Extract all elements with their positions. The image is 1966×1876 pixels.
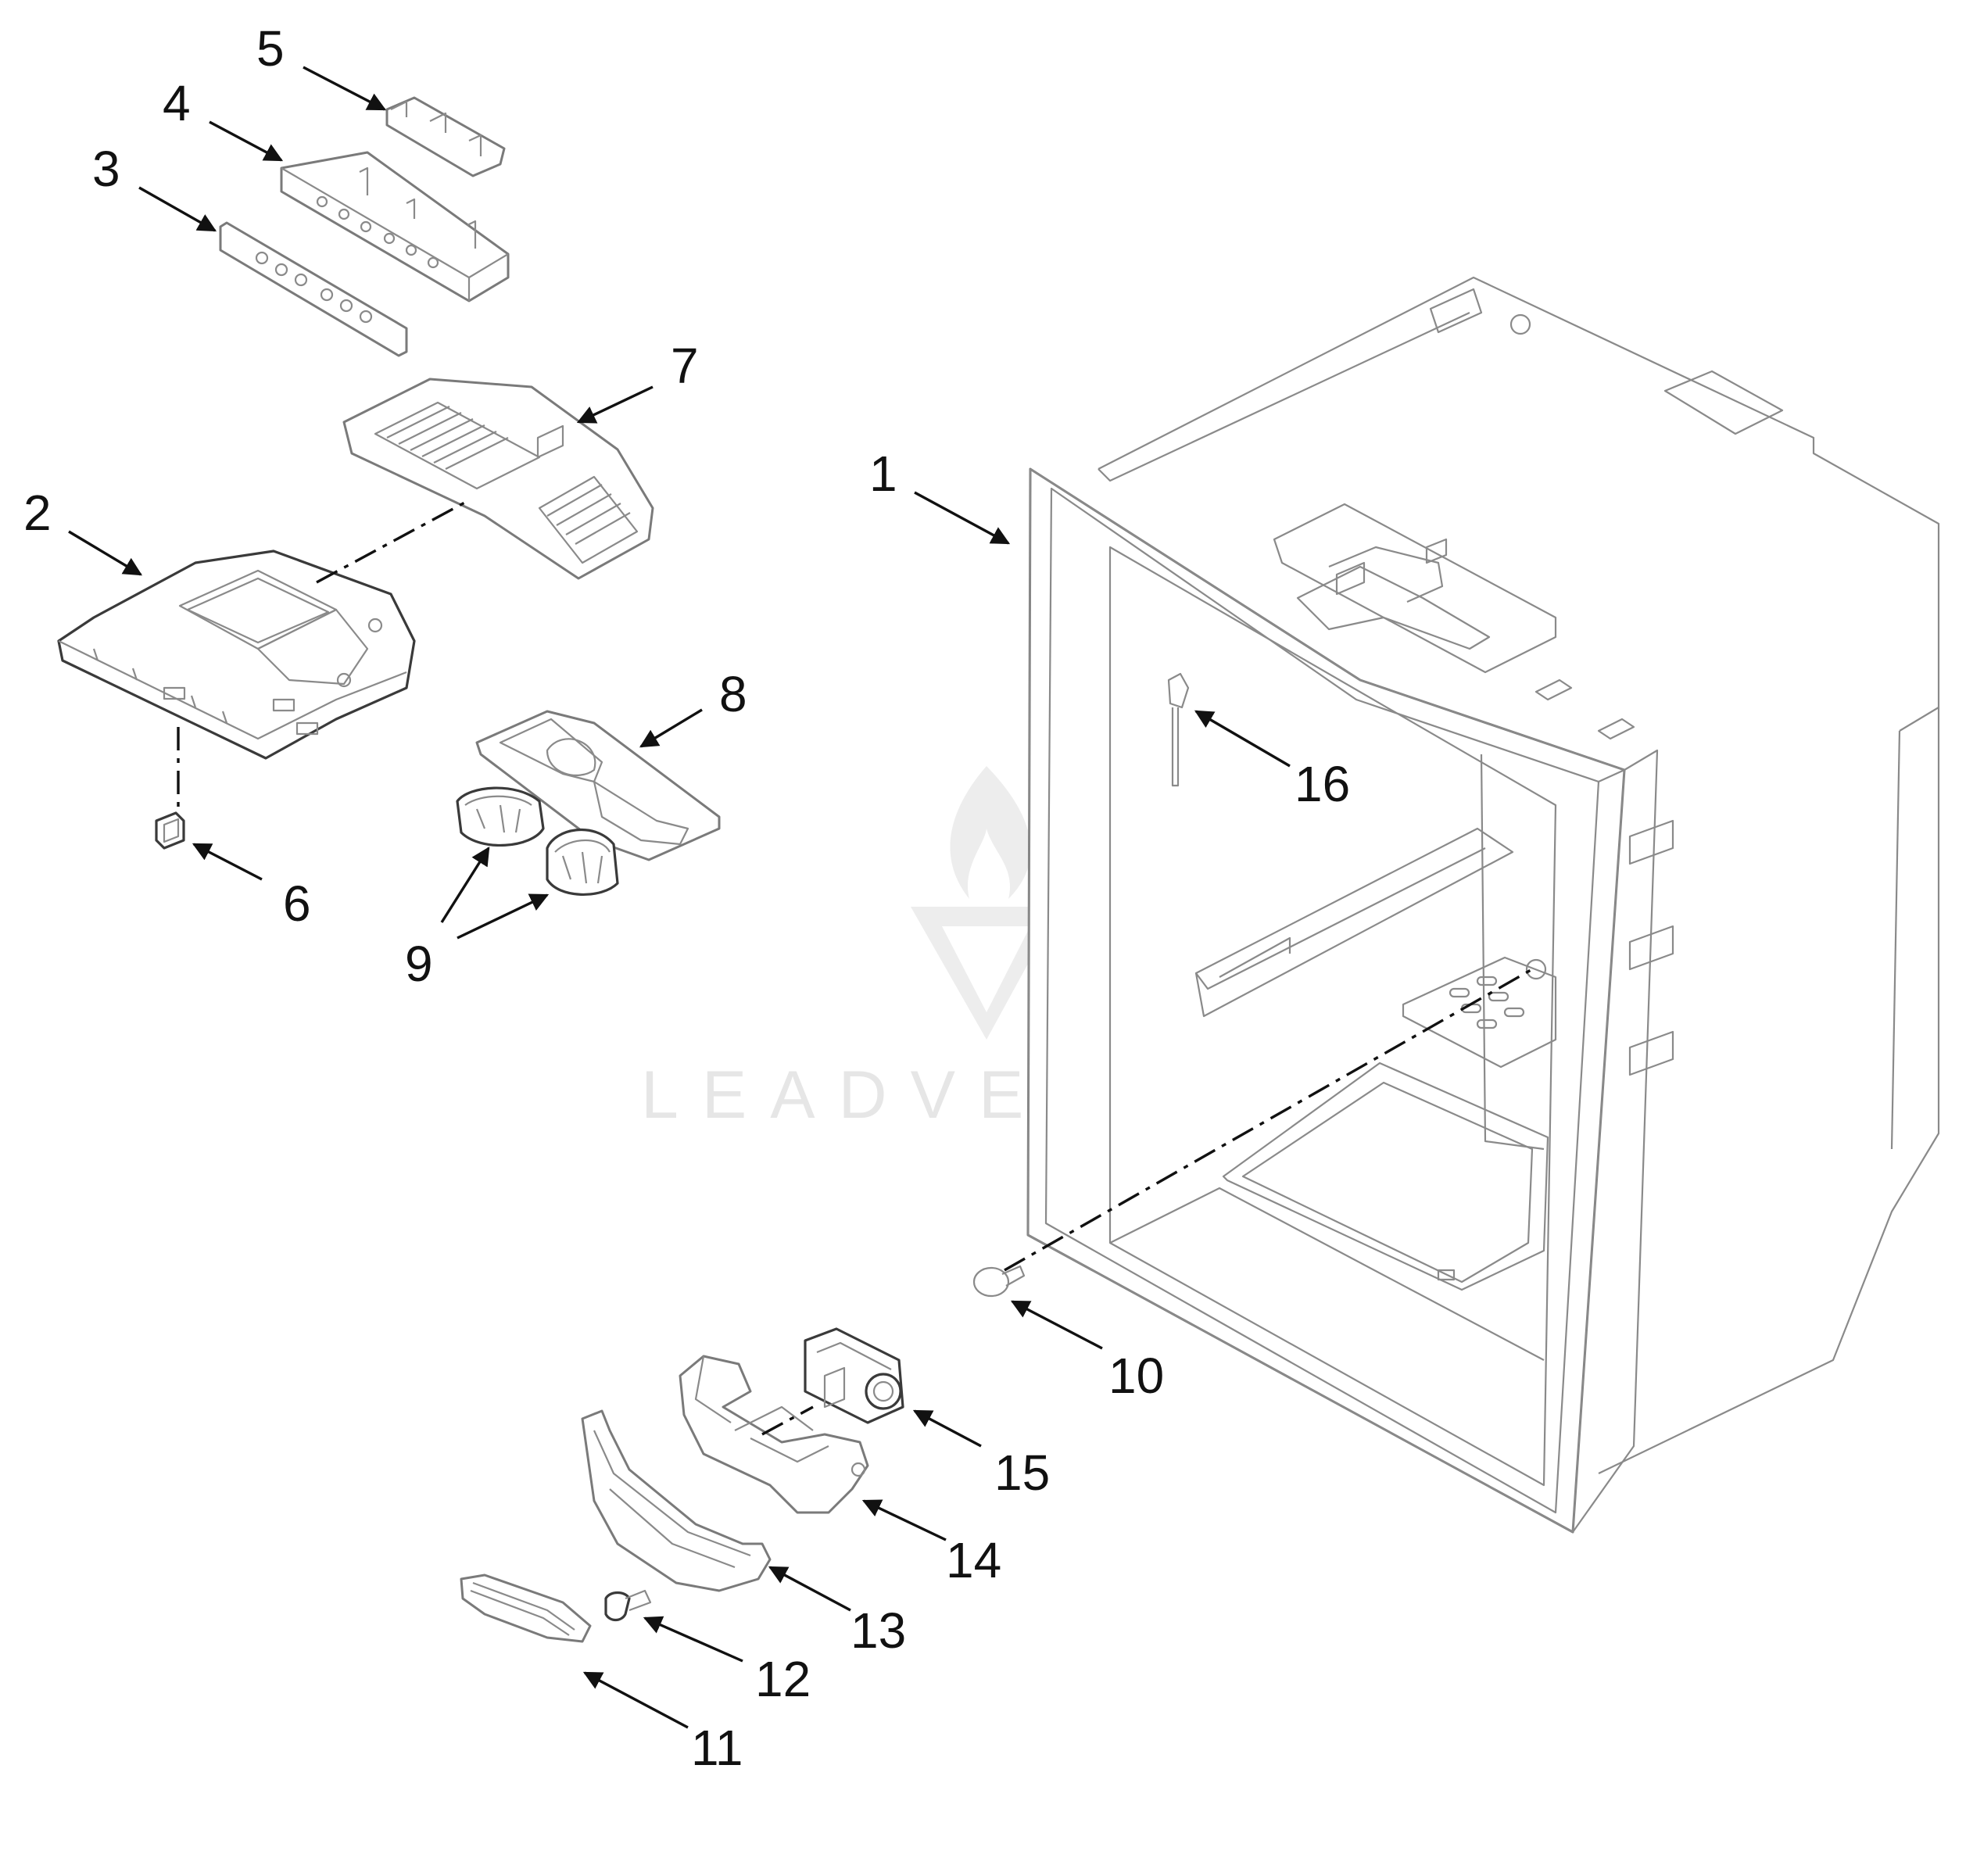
part-2	[57, 550, 416, 760]
assembly-lines	[177, 499, 1533, 1436]
leader-11	[582, 1671, 689, 1729]
callout-4: 4	[163, 75, 191, 131]
part-11	[460, 1573, 592, 1643]
part-4	[280, 151, 510, 303]
leader-8	[639, 708, 703, 748]
callout-labels: 1 2 3 4 5 6 7 8 9 10 11 12 13 14 15 16	[23, 20, 1350, 1776]
part-screw-10	[972, 1265, 1026, 1298]
part-5	[385, 96, 506, 177]
callout-11: 11	[691, 1720, 743, 1776]
part-6	[155, 811, 185, 850]
callout-15: 15	[994, 1445, 1050, 1501]
leader-6	[192, 843, 263, 881]
callout-14: 14	[946, 1532, 1001, 1588]
callout-5: 5	[256, 20, 285, 77]
callout-12: 12	[755, 1651, 811, 1707]
assembly-line-7-2	[316, 499, 470, 584]
leader-10	[1010, 1300, 1103, 1350]
callout-9: 9	[405, 936, 433, 992]
leader-3	[138, 186, 217, 232]
part-9-left	[456, 786, 545, 847]
part-3	[219, 221, 408, 357]
part-9-right	[546, 828, 619, 897]
leader-4	[209, 120, 284, 162]
part-15	[804, 1327, 904, 1424]
callout-3: 3	[92, 141, 120, 197]
watermark-v-icon	[911, 907, 1059, 1040]
leader-2	[68, 530, 143, 576]
callout-16: 16	[1295, 756, 1350, 812]
callout-13: 13	[851, 1602, 906, 1659]
assembly-line-15-14	[761, 1405, 814, 1436]
leader-15	[912, 1409, 982, 1448]
callout-1: 1	[869, 446, 897, 502]
callout-6: 6	[283, 875, 311, 932]
leader-9b	[457, 893, 550, 940]
callout-7: 7	[671, 338, 699, 394]
part-7	[342, 378, 654, 580]
leader-9a	[440, 846, 490, 923]
part-liner	[1026, 276, 1940, 1534]
part-thermistor	[1167, 672, 1190, 787]
leader-16	[1194, 710, 1291, 768]
leader-1	[914, 491, 1011, 545]
part-14	[679, 1355, 869, 1514]
part-8	[475, 710, 721, 861]
leader-7	[576, 385, 654, 424]
callout-8: 8	[719, 666, 747, 722]
assembly-line-10	[1004, 968, 1533, 1272]
callout-2: 2	[23, 485, 52, 541]
part-13	[581, 1409, 772, 1592]
leader-14	[861, 1499, 947, 1541]
leader-12	[643, 1616, 743, 1663]
leader-arrows	[68, 66, 1291, 1729]
leader-5	[303, 66, 387, 111]
watermark-flame-icon	[950, 766, 1031, 899]
part-screw-12	[604, 1589, 652, 1622]
leader-13	[768, 1566, 851, 1612]
callout-10: 10	[1108, 1348, 1164, 1404]
